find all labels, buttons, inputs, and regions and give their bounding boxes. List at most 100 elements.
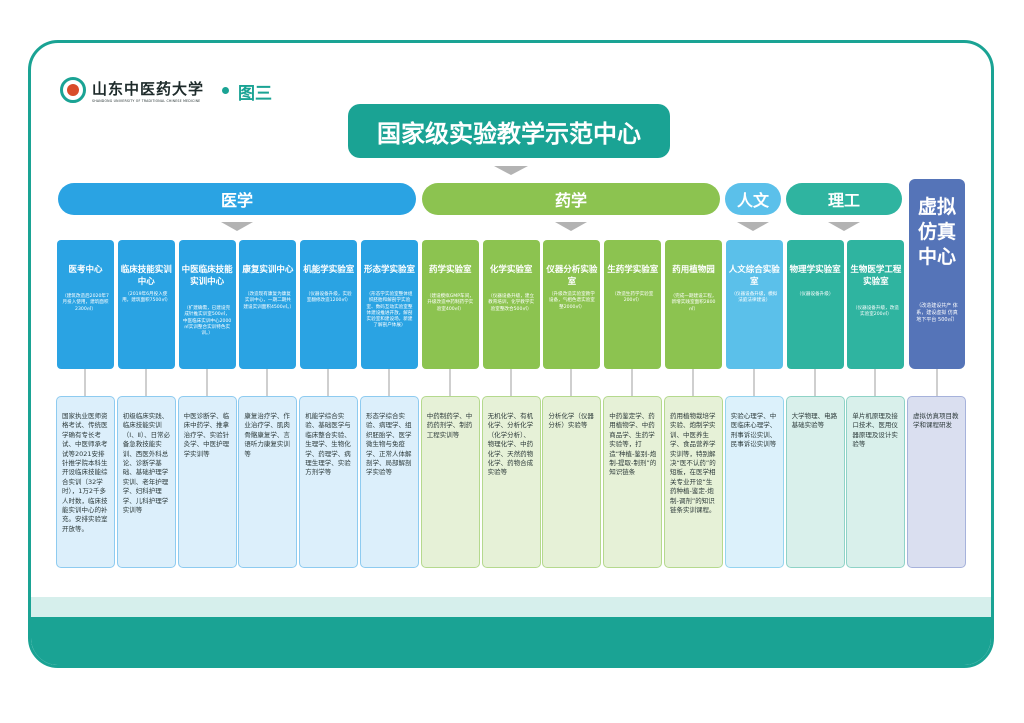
detail-box: 形态学综合实验、病理学、组织胚胎学、医学微生物与免疫学、正常人体解剖学、局部解剖… — [360, 396, 419, 568]
lab-card: 生物医学工程实验室 （仪器设备升级，改造实验室200㎡） — [847, 240, 905, 369]
lab-card: 形态学实验室 （形态学实验室整体组织胚胎和解剖学实验室、数码互动实验室整体建设推进… — [361, 240, 418, 369]
connector-line — [144, 369, 147, 396]
humanities-down-arrow — [737, 222, 769, 231]
lab-title: 康复实训中心 — [242, 265, 294, 275]
connector-line — [874, 369, 877, 396]
lab-card: 康复实训中心 （改造现有康复为康复实训中心，一期二期共建设实训面积4500㎡。） — [239, 240, 297, 369]
detail-box: 分析化学（仪器分析）实验等 — [542, 396, 602, 568]
connector-line — [327, 369, 330, 396]
engineering-down-arrow — [828, 222, 860, 231]
lab-desc: （改造现有康复为康复实训中心，一期二期共建设实训面积4500㎡。） — [243, 292, 295, 310]
detail-text: 实验心理学、中医临床心理学、刑事诉讼实训、民事诉讼实训等 — [730, 412, 777, 449]
category-humanities: 人文 — [725, 183, 781, 215]
detail-box: 药用植物栽培学实验、炮制学实训、中医养生学、食品营养学实训等，特别解决“医不认药… — [664, 396, 723, 568]
connector-line — [266, 369, 269, 396]
lab-desc: （建设模拟GMP车间，升级改造中药制药学实验室400㎡） — [426, 294, 474, 312]
lab-card: 物理学实验室 （仪器设备升级） — [786, 240, 844, 369]
category-virtual-simulation: 虚拟仿真中心 （改造建设共产 体系，建设虚拟 仿真地下平台 500㎡） — [909, 179, 965, 369]
detail-box: 中药鉴定学、药用植物学、中药商品学、生药学实验等，打造“种植-鉴别-炮制-提取-… — [603, 396, 663, 568]
detail-text: 机能学综合实验、基础医学与临床整合实验、生理学、生物化学、药理学、病理生理学、实… — [305, 412, 351, 477]
detail-box: 无机化学、有机化学、分析化学（化学分析）、物理化学、中药化学、天然药物化学、药物… — [481, 396, 541, 568]
detail-box: 实验心理学、中医临床心理学、刑事诉讼实训、民事诉讼实训等 — [724, 396, 784, 568]
figure-dot — [222, 87, 229, 94]
detail-text: 国家执业医师资格考试、传统医学确有专长考试、中医师承考试等2021安排针推学院本… — [62, 412, 108, 533]
connector-line — [631, 369, 634, 396]
detail-box-virtual: 虚拟仿真项目教学和课程研发 — [907, 396, 966, 568]
detail-box: 中医诊断学、临床中药学、推拿治疗学、实验针灸学、中医护理学实训等 — [177, 396, 237, 568]
lab-title: 机能学实验室 — [303, 265, 355, 275]
lab-card: 医考中心 （建筑改造后2020年7月投入使用，建筑面积2300㎡） — [57, 240, 114, 369]
lab-desc: （升级改造实验室教学设备，气相色谱实验室整2000㎡） — [548, 292, 595, 310]
footer-band — [31, 597, 991, 617]
detail-text: 中药鉴定学、药用植物学、中药商品学、生药学实验等，打造“种植-鉴别-炮制-提取-… — [609, 412, 657, 477]
detail-box: 康复治疗学、作业治疗学、肌肉骨骼康复学、言语听力康复实训等 — [238, 396, 298, 568]
detail-box: 国家执业医师资格考试、传统医学确有专长考试、中医师承考试等2021安排针推学院本… — [56, 396, 115, 568]
lab-desc: （扩建确需，已建设完成针推实训室500㎡，中医临床实训中心2000㎡实训整合实训… — [182, 306, 232, 337]
lab-desc: （仪器设备升级） — [796, 292, 834, 297]
lab-title: 人文综合实验室 — [728, 265, 780, 287]
university-emblem-icon — [60, 77, 86, 103]
connector-line — [448, 369, 451, 396]
main-down-arrow — [494, 166, 528, 175]
lab-title: 药学实验室 — [429, 265, 472, 275]
university-logo: 山东中医药大学 SHANDONG UNIVERSITY OF TRADITION… — [60, 77, 204, 103]
lab-card: 人文综合实验室 （仪器设备升级，模拟法庭法律建设） — [725, 240, 783, 369]
category-medicine: 医学 — [58, 183, 416, 215]
lab-desc: （仪器设备升级，改造实验室200㎡） — [852, 306, 899, 318]
lab-desc: （仪器设备升级，实验室翻修改造1200㎡） — [305, 292, 352, 304]
lab-desc: （仪器设备升级，建立教育培训，化学教学实验室整改合500㎡） — [488, 294, 535, 312]
detail-text: 形态学综合实验、病理学、组织胚胎学、医学微生物与免疫学、正常人体解剖学、局部解剖… — [366, 412, 412, 477]
detail-text: 中药制药学、中药药剂学、制药工程实训等 — [426, 412, 473, 439]
pharmacy-down-arrow — [555, 222, 587, 231]
lab-card: 临床技能实训中心（2019年6月投入使用，建筑面积7500㎡） — [117, 240, 175, 369]
category-pharmacy: 药学 — [422, 183, 720, 215]
connector-line — [388, 369, 390, 396]
university-english-name: SHANDONG UNIVERSITY OF TRADITIONAL CHINE… — [92, 98, 201, 103]
detail-box: 中药制药学、中药药剂学、制药工程实训等 — [420, 396, 480, 568]
lab-title: 物理学实验室 — [789, 265, 841, 275]
lab-desc: （仪器设备升级，模拟法庭法律建设） — [731, 292, 778, 304]
main-title: 国家级实验教学示范中心 — [348, 104, 670, 158]
connector-line — [509, 369, 512, 396]
lab-desc: （形态学实验室整体组织胚胎和解剖学实验室、数码互动实验室整体建设推进开放，解剖实… — [366, 292, 413, 329]
medicine-down-arrow — [221, 222, 253, 231]
lab-title: 仪器分析实验室 — [546, 265, 598, 287]
detail-text: 虚拟仿真项目教学和课程研发 — [913, 412, 959, 430]
lab-title: 形态学实验室 — [364, 265, 416, 275]
connector-line — [692, 369, 694, 396]
lab-card: 仪器分析实验室 （升级改造实验室教学设备，气相色谱实验室整2000㎡） — [543, 240, 601, 369]
footer-bar — [31, 617, 991, 665]
category-engineering: 理工 — [786, 183, 902, 215]
detail-box: 大学物理、电路基础实验等 — [785, 396, 845, 568]
detail-text: 大学物理、电路基础实验等 — [791, 412, 838, 430]
detail-box: 机能学综合实验、基础医学与临床整合实验、生理学、生物化学、药理学、病理生理学、实… — [299, 396, 359, 568]
connector-line — [570, 369, 573, 396]
lab-desc: （改造生药学实验室200㎡） — [612, 292, 654, 304]
lab-card: 药用植物园 （完成一期建设工程，新增实践室面积2800㎡） — [665, 240, 722, 369]
lab-title: 药用植物园 — [672, 265, 715, 275]
connector-line — [936, 369, 938, 396]
detail-text: 初级临床实践、临床技能实训（Ⅰ、Ⅱ）、日常必备急救技能实训、西医外科总论、诊断学… — [122, 412, 171, 515]
lab-title: 生药学实验室 — [607, 265, 659, 275]
connector-line — [84, 369, 86, 396]
lab-desc: （完成一期建设工程，新增实践室面积2800㎡） — [670, 294, 717, 312]
lab-desc: （建筑改造后2020年7月投入使用，建筑面积2300㎡） — [62, 294, 109, 312]
lab-card: 生药学实验室 （改造生药学实验室200㎡） — [604, 240, 662, 369]
lab-title: 生物医学工程实验室 — [850, 265, 902, 287]
detail-text: 单片机原理及接口技术、医用仪器原理及设计实验等 — [852, 412, 898, 449]
virtual-title: 虚拟仿真中心 — [917, 196, 956, 268]
lab-card: 药学实验室 （建设模拟GMP车间，升级改造中药制药学实验室400㎡） — [421, 240, 479, 369]
lab-title: 化学实验室 — [489, 265, 533, 275]
detail-box: 初级临床实践、临床技能实训（Ⅰ、Ⅱ）、日常必备急救技能实训、西医外科总论、诊断学… — [116, 396, 176, 568]
lab-desc: （2019年6月投入使用，建筑面积7500㎡） — [122, 292, 171, 304]
detail-text: 分析化学（仪器分析）实验等 — [548, 412, 594, 430]
connector-line — [813, 369, 816, 396]
lab-card: 机能学实验室 （仪器设备升级，实验室翻修改造1200㎡） — [300, 240, 358, 369]
lab-title: 医考中心 — [68, 265, 103, 275]
detail-box: 单片机原理及接口技术、医用仪器原理及设计实验等 — [846, 396, 906, 568]
lab-card: 中医临床技能实训中心（扩建确需，已建设完成针推实训室500㎡，中医临床实训中心2… — [178, 240, 236, 369]
lab-card: 化学实验室 （仪器设备升级，建立教育培训，化学教学实验室整改合500㎡） — [482, 240, 540, 369]
connector-line — [205, 369, 208, 396]
detail-text: 康复治疗学、作业治疗学、肌肉骨骼康复学、言语听力康复实训等 — [244, 412, 290, 458]
detail-text: 无机化学、有机化学、分析化学（化学分析）、物理化学、中药化学、天然药物化学、药物… — [487, 412, 534, 477]
